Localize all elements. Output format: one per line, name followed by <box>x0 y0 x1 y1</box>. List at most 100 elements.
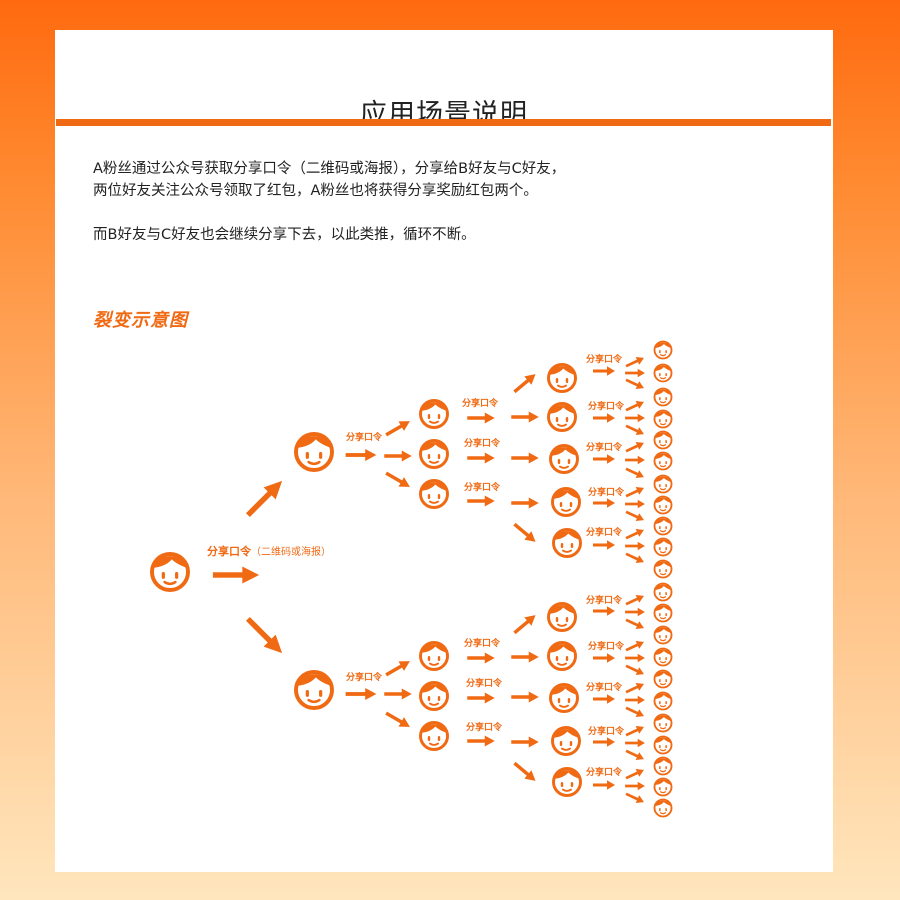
arrow-icon <box>624 661 646 679</box>
person-icon <box>653 516 673 536</box>
arrow-icon <box>624 353 646 371</box>
arrow-icon <box>467 692 495 704</box>
arrow-icon <box>593 413 615 423</box>
person-icon <box>549 683 579 713</box>
share-label: 分享口令 <box>586 594 623 606</box>
root-share-label-note: （二维码或海报） <box>251 545 331 558</box>
arrow-icon <box>625 738 645 748</box>
arrow-icon <box>241 612 289 660</box>
arrow-icon <box>467 495 495 507</box>
description-paragraph-1: A粉丝通过公众号获取分享口令（二维码或海报），分享给B好友与C好友， 两位好友关… <box>93 158 565 202</box>
arrow-icon <box>625 455 645 465</box>
person-icon <box>653 474 673 494</box>
title-underline <box>56 119 831 126</box>
person-icon <box>419 721 449 751</box>
arrow-icon <box>625 541 645 551</box>
arrow-icon <box>467 452 495 464</box>
share-label: 分享口令 <box>464 637 501 649</box>
share-label: 分享口令 <box>346 671 383 683</box>
share-label: 分享口令 <box>586 353 623 365</box>
arrow-icon <box>624 525 646 543</box>
person-icon <box>419 681 449 711</box>
person-icon <box>653 603 673 623</box>
person-icon <box>653 625 673 645</box>
arrow-icon <box>625 499 645 509</box>
arrow-icon <box>384 688 412 700</box>
person-icon <box>547 363 577 393</box>
person-icon <box>653 451 673 471</box>
person-icon <box>419 399 449 429</box>
person-icon <box>419 479 449 509</box>
person-icon <box>653 495 673 515</box>
arrow-icon <box>625 653 645 663</box>
person-icon <box>653 537 673 557</box>
arrow-icon <box>624 637 646 655</box>
person-icon <box>653 798 673 818</box>
arrow-icon <box>593 694 615 704</box>
person-icon <box>551 487 581 517</box>
arrow-icon <box>624 615 646 633</box>
arrow-icon <box>593 606 615 616</box>
arrow-icon <box>624 438 646 456</box>
arrow-icon <box>467 735 495 747</box>
arrow-icon <box>593 540 615 550</box>
arrow-icon <box>593 454 615 464</box>
arrow-icon <box>383 708 413 732</box>
share-label: 分享口令 <box>346 431 383 443</box>
arrow-icon <box>383 416 413 440</box>
diagram-title: 裂变示意图 <box>93 310 188 331</box>
description-line-1: A粉丝通过公众号获取分享口令（二维码或海报），分享给B好友与C好友， <box>93 161 566 177</box>
person-icon <box>653 430 673 450</box>
arrow-icon <box>624 375 646 393</box>
share-label: 分享口令 <box>586 441 623 453</box>
share-label: 分享口令 <box>586 526 623 538</box>
arrow-icon <box>212 566 260 584</box>
arrow-icon <box>624 464 646 482</box>
person-icon <box>653 735 673 755</box>
arrow-icon <box>511 411 539 423</box>
person-icon <box>653 777 673 797</box>
description-line-2: 两位好友关注公众号领取了红包，A粉丝也将获得分享奖励红包两个。 <box>93 183 538 199</box>
share-label: 分享口令 <box>464 481 501 493</box>
arrow-icon <box>345 688 377 700</box>
arrow-icon <box>624 765 646 783</box>
person-icon <box>653 409 673 429</box>
person-icon <box>653 756 673 776</box>
arrow-icon <box>624 722 646 740</box>
arrow-icon <box>625 607 645 617</box>
arrow-icon <box>624 483 646 501</box>
person-icon <box>547 641 577 671</box>
person-icon <box>653 387 673 407</box>
share-label: 分享口令 <box>588 725 625 737</box>
root-share-label: 分享口令（二维码或海报） <box>207 544 331 558</box>
share-label: 分享口令 <box>588 640 625 652</box>
person-icon <box>653 691 673 711</box>
person-icon <box>294 670 334 710</box>
share-label: 分享口令 <box>588 400 625 412</box>
arrow-icon <box>624 591 646 609</box>
arrow-icon <box>624 507 646 525</box>
arrow-icon <box>383 468 413 492</box>
share-label: 分享口令 <box>586 681 623 693</box>
arrow-icon <box>345 449 377 461</box>
share-label: 分享口令 <box>462 397 499 409</box>
person-icon <box>547 602 577 632</box>
arrow-icon <box>384 450 412 462</box>
person-icon <box>653 647 673 667</box>
share-label: 分享口令 <box>588 486 625 498</box>
root-share-label-main: 分享口令 <box>207 544 252 558</box>
arrow-icon <box>624 703 646 721</box>
share-label: 分享口令 <box>464 437 501 449</box>
arrow-icon <box>593 653 615 663</box>
person-icon <box>653 559 673 579</box>
arrow-icon <box>625 413 645 423</box>
person-icon <box>547 402 577 432</box>
person-icon <box>653 582 673 602</box>
arrow-icon <box>241 474 289 522</box>
arrow-icon <box>625 781 645 791</box>
arrow-icon <box>510 369 540 397</box>
person-icon <box>653 713 673 733</box>
arrow-icon <box>511 736 539 748</box>
arrow-icon <box>624 421 646 439</box>
